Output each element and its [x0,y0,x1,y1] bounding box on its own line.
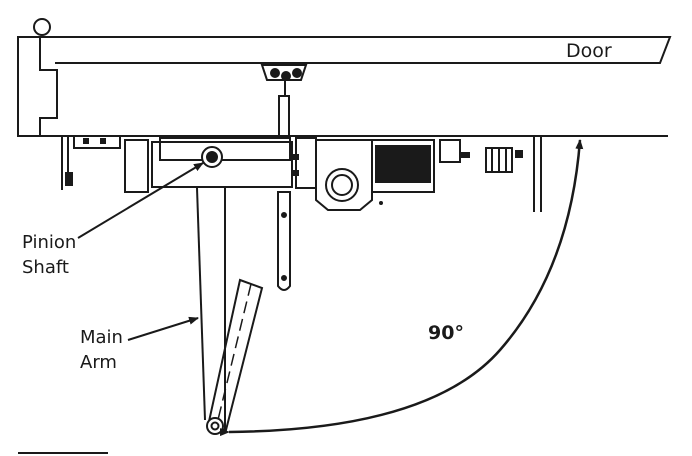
header-small-parts [65,138,523,205]
door-frame [17,36,668,137]
hinge [33,18,51,36]
pinion-label-line2: Shaft [22,257,69,278]
operator-header [61,135,542,212]
arm-label-line2: Arm [80,352,117,373]
arm-leader [127,316,199,341]
pinion-shaft-label: Pinion Shaft [22,230,76,280]
main-arm-label: Main Arm [80,325,123,375]
pinion-shaft [201,146,223,168]
angle-label: 90° [428,322,464,344]
main-arm [196,187,264,435]
track-rod [277,191,291,291]
swing-arc [219,139,584,437]
mounting-bracket [260,64,308,137]
door-label: Door [566,40,612,62]
pinion-label-line1: Pinion [22,232,77,253]
door-leaf [40,36,672,64]
pinion-leader [77,162,204,239]
arm-label-line1: Main [80,327,123,348]
